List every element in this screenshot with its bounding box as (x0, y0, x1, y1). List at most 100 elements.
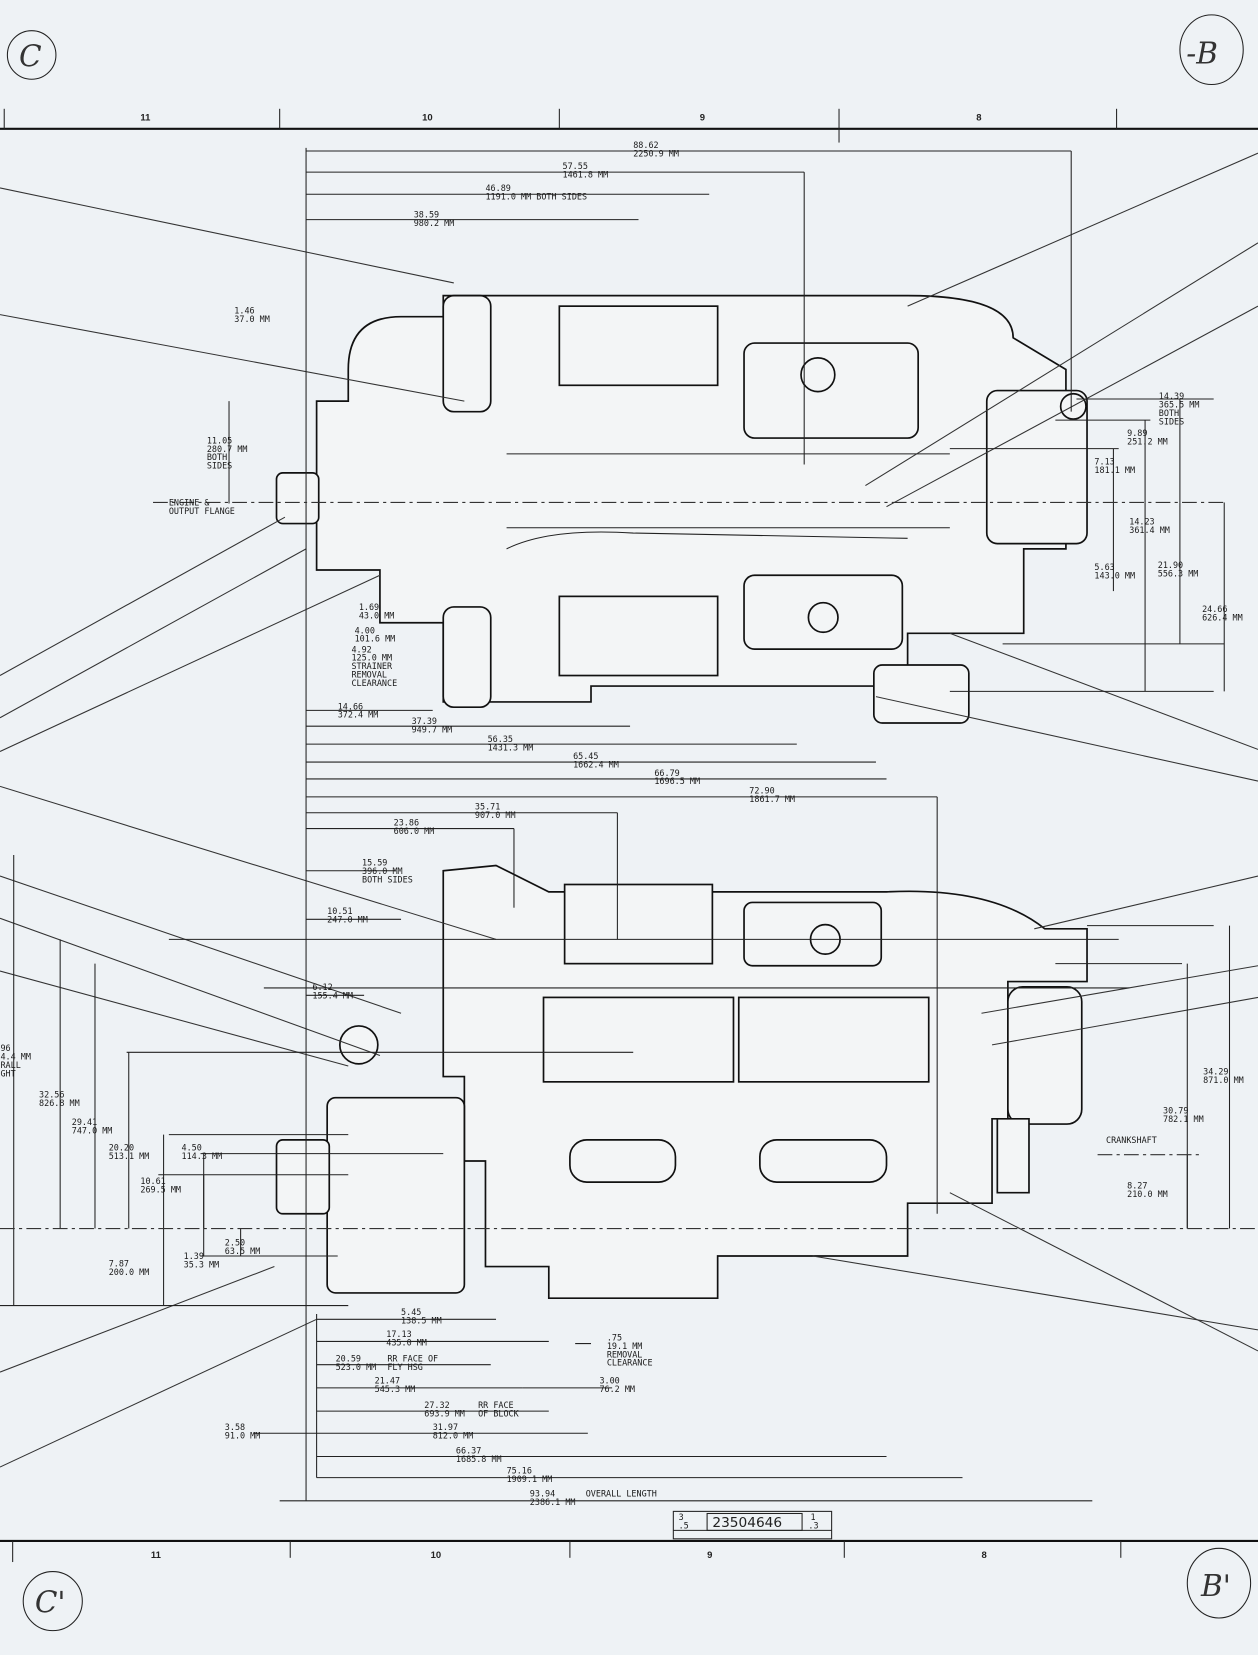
dimension-text-line: 23.86 (394, 817, 419, 827)
dimension-text-line: 1662.4 MM (573, 759, 619, 769)
dimension-text-line: 693.9 MM (424, 1408, 465, 1418)
leader-line (0, 1266, 275, 1373)
leader-line (0, 574, 381, 752)
dimension-text-line: 1861.7 MM (749, 794, 795, 804)
dimension-text-line: 14.39 (1159, 391, 1184, 401)
title-block-left-bottom: .5 (679, 1520, 689, 1530)
dimension-text-line: 181.1 MM (1094, 465, 1135, 475)
dimension-text-line: 43.0 MM (359, 611, 395, 621)
dimension-text-line: 1461.8 MM (563, 169, 609, 179)
dimension-text-line: 5.63 (1094, 562, 1114, 572)
dimension-text-line: 1.46 (234, 306, 254, 316)
dimension-text-line: 75.16 (507, 1465, 532, 1475)
centerlines (0, 501, 1258, 1230)
dimension-text-line: 1.69 (359, 602, 379, 612)
dimension-text-line: 907.0 MM (475, 810, 516, 820)
dimension-text-line: 125.0 MM (351, 653, 392, 663)
dimension-text-line: 1294.4 MM (0, 1052, 31, 1062)
dimension-text-line: 606.0 MM (394, 826, 435, 836)
dimension-text-line: 1685.8 MM (456, 1454, 502, 1464)
dimension-text-line: 10.61 (140, 1176, 165, 1186)
dimension-text-line: 21.90 (1158, 560, 1183, 570)
dimension-text-line: 826.8 MM (39, 1098, 80, 1108)
dimension-text-line: 2386.1 MM (530, 1497, 576, 1507)
dimension-text-line: 21.47 (375, 1376, 400, 1386)
dimension-text-line: 66.37 (456, 1445, 481, 1455)
leader-line (0, 917, 381, 1056)
dimension-text-line: 361.4 MM (1129, 525, 1170, 535)
dimension-text-line: OF BLOCK (478, 1408, 520, 1418)
dimension-text-line: SIDES (207, 461, 232, 471)
leader-line (812, 1255, 1258, 1331)
dimension-text-line: 37.39 (412, 716, 437, 726)
leader-line (0, 970, 349, 1067)
dimension-text-line: 280.7 MM (207, 444, 248, 454)
dimension-text-line: 155.4 MM (312, 990, 353, 1000)
dimension-text-line: BOTH SIDES (362, 874, 413, 884)
dimension-text-line: 20.20 (109, 1142, 134, 1152)
zone-top-9: 9 (700, 112, 705, 123)
leader-line (0, 516, 286, 676)
dimension-text-line: 980.2 MM (414, 218, 455, 228)
dimension-text-line: 93.94 (530, 1489, 555, 1499)
centerline-label-engine: ENGINE & (169, 498, 211, 508)
dimension-text-line: 14.66 (338, 701, 363, 711)
dimension-text-line: 2250.9 MM (633, 148, 679, 158)
dimension-text-line: RR FACE OF (387, 1354, 438, 1364)
corner-mark-bottom-right: B' (1200, 1569, 1231, 1603)
engine-top-view (275, 294, 1088, 724)
leader-line (981, 965, 1258, 1014)
dimension-text-line: 372.4 MM (338, 710, 379, 720)
dimension-text-line: 14.23 (1129, 517, 1154, 527)
zone-top-10: 10 (422, 112, 433, 123)
dimension-text-line: 1191.0 MM BOTH SIDES (485, 192, 587, 202)
dimension-text-line: STRAINER (351, 661, 393, 671)
corner-mark-top-left: C (19, 40, 42, 74)
leader-line (886, 305, 1258, 508)
dimension-text-line: 11.05 (207, 435, 232, 445)
leader-line (907, 152, 1258, 307)
dimension-label-s6: 50.961294.4 MMOVERALLHEIGHT (0, 1043, 31, 1078)
dimension-text-line: HEIGHT (0, 1069, 16, 1079)
dimension-text-line: FLY HSG (387, 1362, 423, 1372)
leader-line (949, 1192, 1258, 1352)
dimension-text-line: 4.50 (182, 1142, 202, 1152)
dimension-text-line: 88.62 (633, 140, 658, 150)
dimension-text-line: 101.6 MM (355, 634, 396, 644)
dimension-text-line: 8.27 (1127, 1180, 1147, 1190)
leader-lines (0, 152, 1258, 1468)
dimension-text-line: 91.0 MM (225, 1431, 261, 1441)
dimension-text-line: 19.1 MM (607, 1341, 643, 1351)
engine-side-view (275, 864, 1088, 1300)
dimension-text-line: 513.1 MM (109, 1151, 150, 1161)
zone-bottom-8: 8 (981, 1550, 986, 1561)
dimension-text-line: 2.50 (225, 1237, 245, 1247)
dimension-text-line: 46.89 (485, 183, 510, 193)
dimension-text-line: .75 (607, 1332, 622, 1342)
